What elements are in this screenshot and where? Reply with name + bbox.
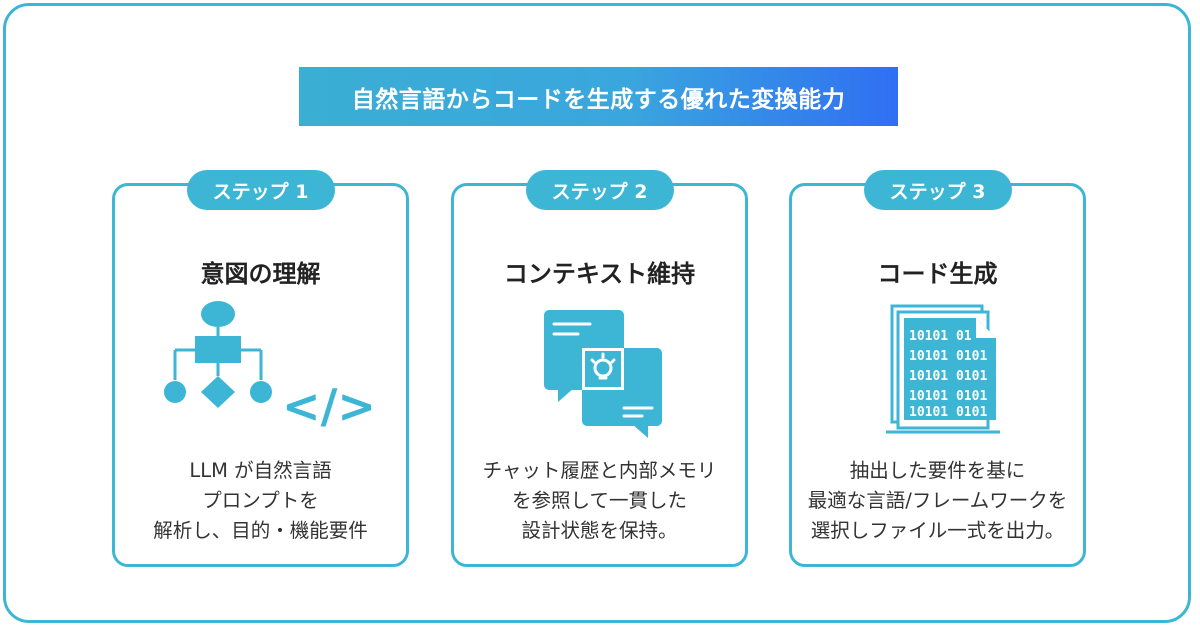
desc-line: 選択しファイル一式を出力。 — [810, 519, 1065, 542]
step-card-3: ステップ 3 コード生成 10101 01 10101 0101 0 10101… — [789, 170, 1086, 567]
step-description: 抽出した要件を基に 最適な言語/フレームワークを 選択しファイル一式を出力。 — [792, 456, 1083, 546]
binary-document-icon: 10101 01 10101 0101 0 10101 0101 0 10101… — [886, 304, 1003, 434]
binary-line: 10101 0101 0 — [909, 369, 1003, 384]
desc-line: 抽出した要件を基に — [849, 459, 1026, 482]
step-title: コンテキスト維持 — [503, 260, 696, 288]
binary-line: 10101 0101 0 — [909, 349, 1003, 364]
step-card-2: ステップ 2 コンテキスト維持 チャット履歴と内部メモリ を参照して一貫した 設… — [451, 170, 748, 567]
binary-line: 10101 01 — [909, 329, 972, 344]
step-description: チャット履歴と内部メモリ を参照して一貫した 設計状態を保持。 — [454, 456, 745, 546]
code-brackets-text: </> — [282, 379, 376, 433]
desc-line: LLM が自然言語 — [189, 459, 332, 482]
desc-line: 解析し、目的・機能要件 — [153, 519, 368, 542]
outer-frame — [3, 3, 1191, 623]
desc-line: 設計状態を保持。 — [521, 519, 678, 542]
headline-banner: 自然言語からコードを生成する優れた変換能力 — [299, 67, 898, 126]
step-badge: ステップ 3 — [863, 170, 1012, 210]
flowchart-code-icon: </> — [164, 301, 376, 433]
step-description: LLM が自然言語 プロンプトを 解析し、目的・機能要件 — [115, 456, 406, 546]
binary-line: 10101 0101 0 — [909, 389, 1003, 404]
step-title: コード生成 — [877, 260, 998, 288]
chat-bubbles-lightbulb-icon — [544, 310, 662, 438]
step-badge: ステップ 2 — [525, 170, 674, 210]
step-title: 意図の理解 — [200, 260, 321, 288]
step-badge: ステップ 1 — [186, 170, 335, 210]
desc-line: チャット履歴と内部メモリ — [482, 459, 717, 482]
desc-line: を参照して一貫した — [512, 489, 687, 512]
desc-line: 最適な言語/フレームワークを — [807, 489, 1068, 512]
step-card-1: ステップ 1 意図の理解 </> LLM が自然言語 プロンプトを 解析し、目的… — [112, 170, 409, 567]
binary-line: 10101 0101 0 — [909, 405, 1003, 420]
desc-line: プロンプトを — [202, 489, 319, 512]
